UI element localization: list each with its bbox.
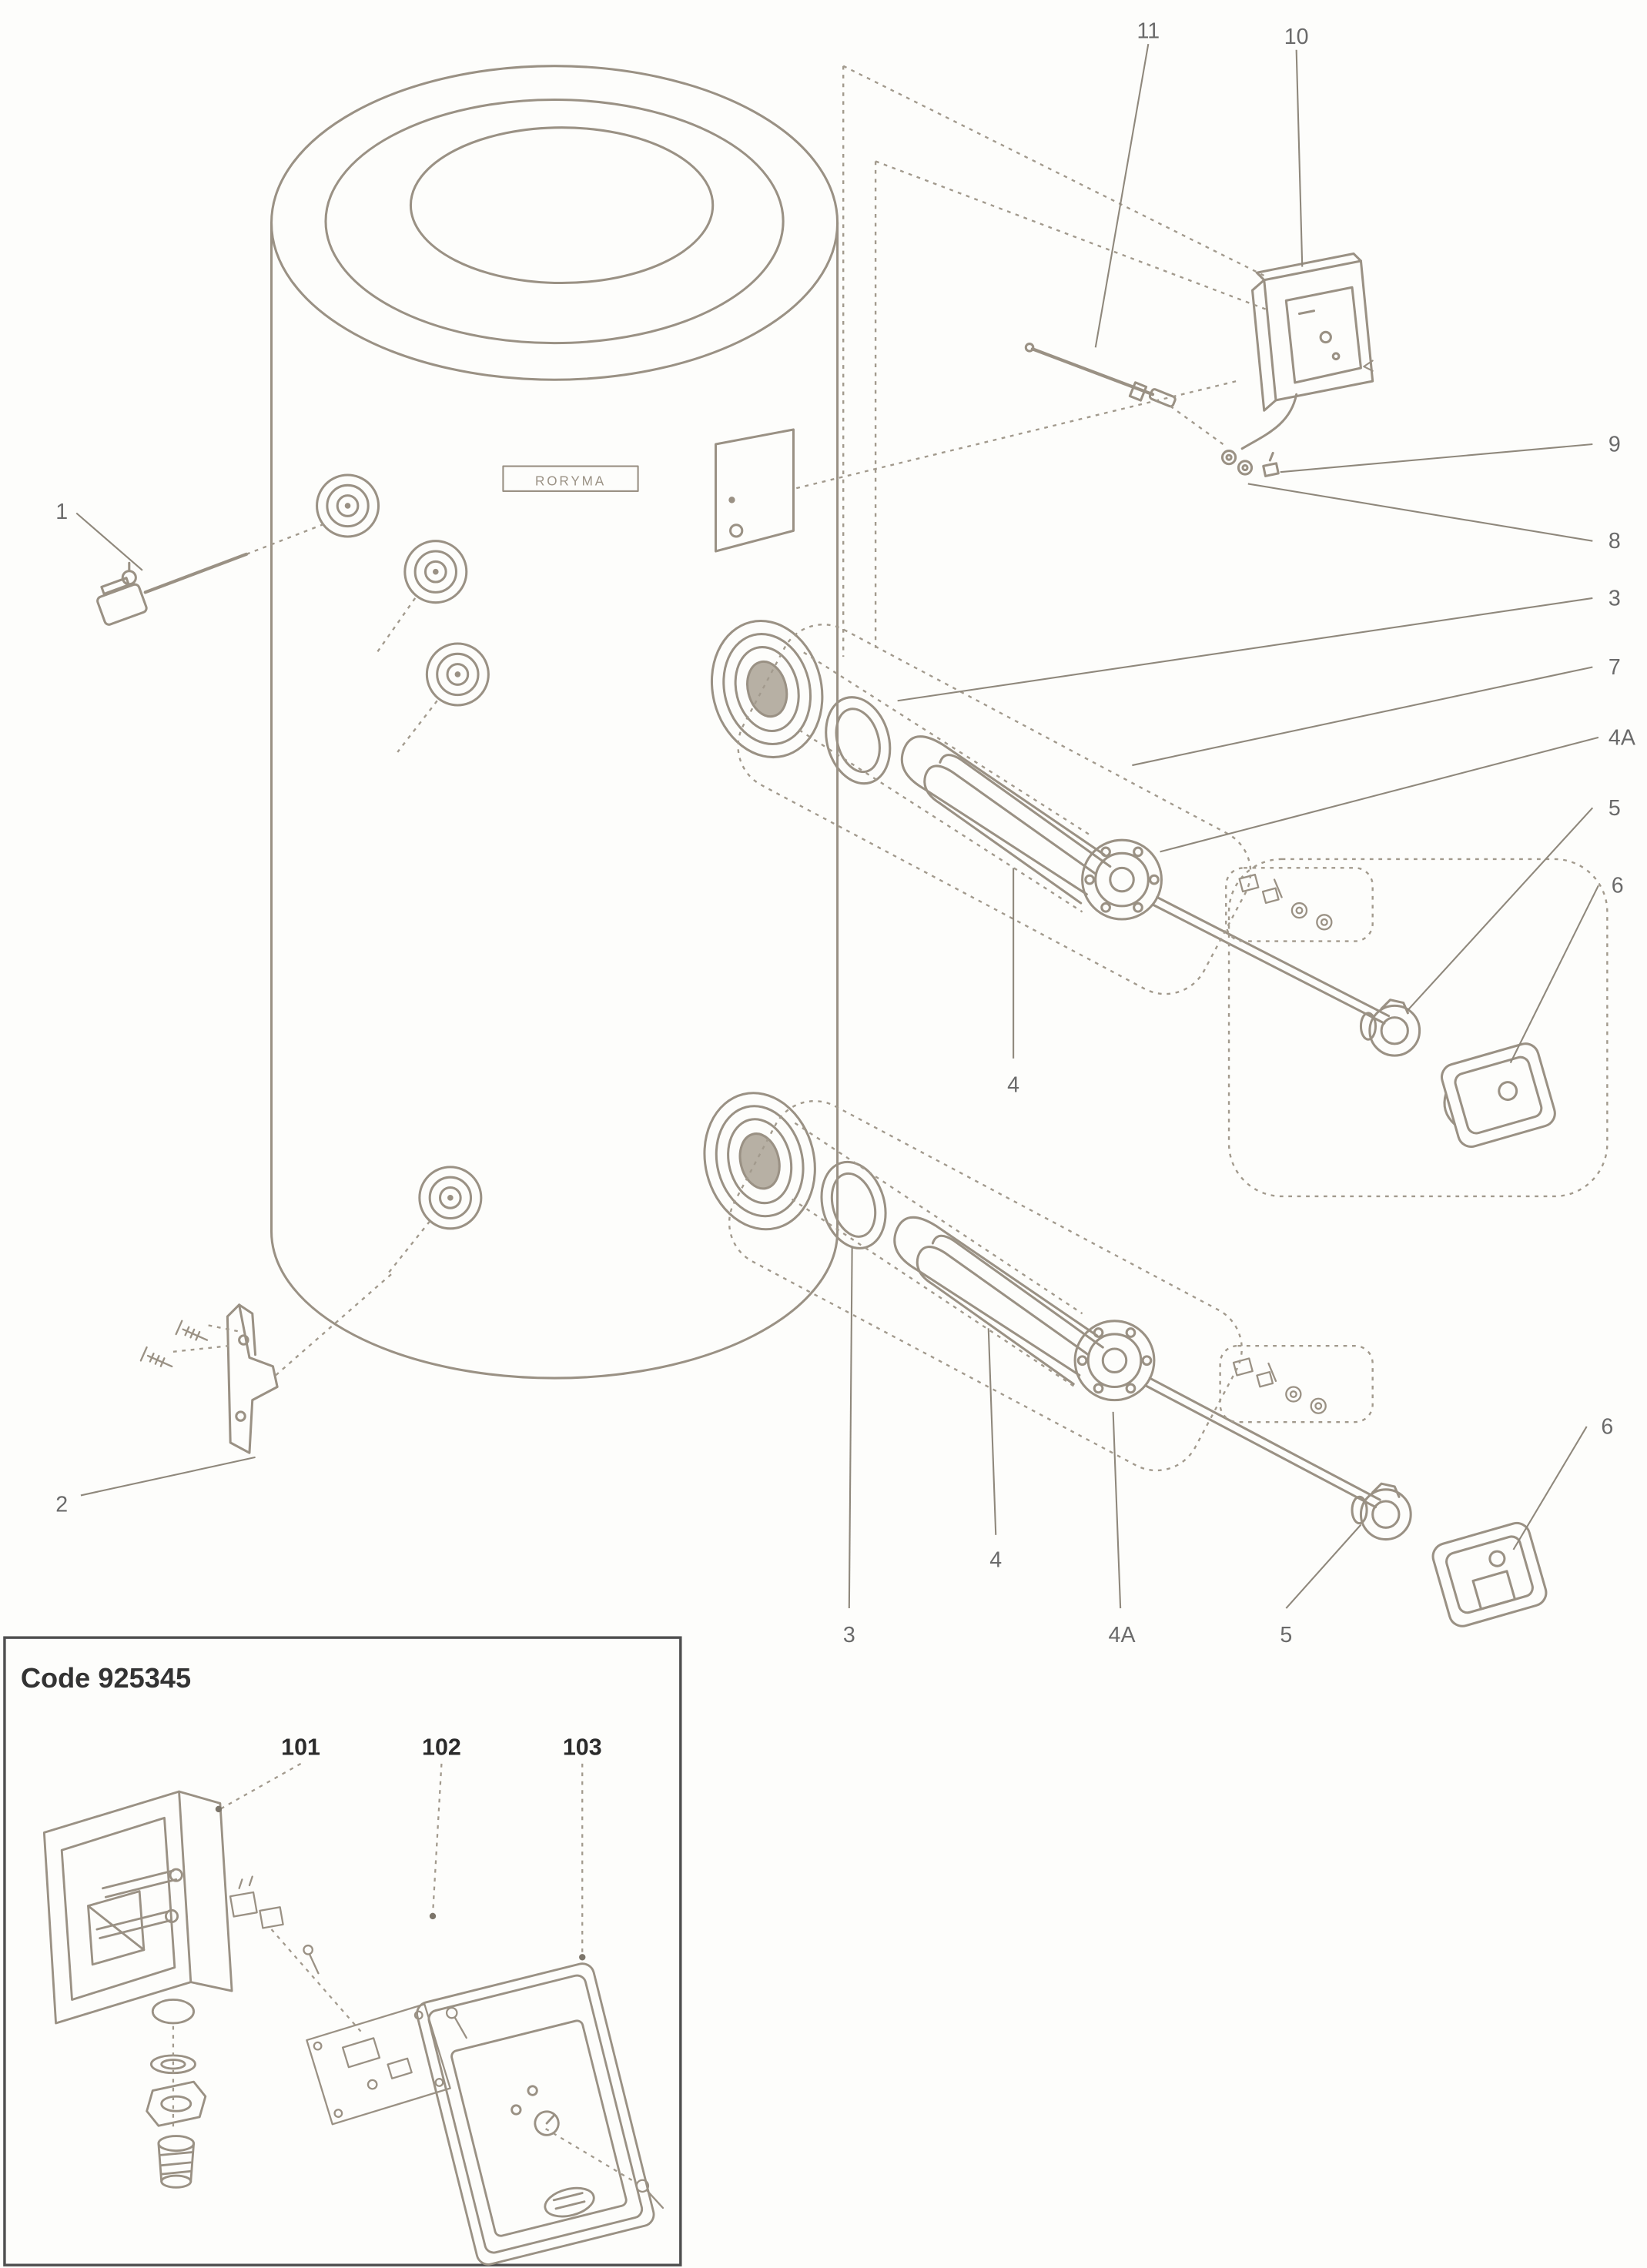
- port: [418, 1166, 483, 1230]
- port: [316, 473, 380, 538]
- terminal-cover-6-lower: [1431, 1521, 1548, 1627]
- inset-cover-screw: [635, 2179, 664, 2209]
- inset-box: [3, 1636, 682, 2266]
- screw-9: [1262, 451, 1280, 477]
- callout-labels: 1 2 11 10 9 8 3 7 4A 5 6 6 4 3 4 4A 5 RO…: [21, 19, 1635, 1761]
- thermostat-stem-upper: [1151, 895, 1391, 1025]
- thermostat-5-upper: [1359, 999, 1421, 1057]
- thermostat-stem-lower: [1143, 1377, 1381, 1509]
- element-flange-4a-upper: [1081, 838, 1163, 921]
- bracket-screw: [175, 1320, 209, 1341]
- port: [403, 540, 468, 604]
- tank-ports: [316, 473, 490, 1230]
- callout-5-upper: 5: [1609, 796, 1621, 821]
- callout-11: 11: [1136, 19, 1160, 44]
- gasket-3-upper: [825, 696, 892, 785]
- tank-control-recess: [715, 428, 795, 553]
- inset-gland-hardware: [146, 2054, 207, 2189]
- inset-housing-101: [42, 1790, 233, 2025]
- capillary-11: [1024, 343, 1177, 408]
- inset-dotted-guides: [172, 1762, 638, 2184]
- thermostat-5-lower: [1351, 1482, 1412, 1541]
- callout-7: 7: [1609, 655, 1621, 680]
- callout-5-lower: 5: [1280, 1623, 1292, 1647]
- callout-6-upper: 6: [1612, 874, 1624, 898]
- mounting-bracket-2: [139, 1303, 279, 1454]
- callout-10: 10: [1284, 25, 1309, 49]
- flange-opening-upper: [710, 620, 824, 759]
- terminal-cover-6-upper: [1440, 1042, 1556, 1149]
- flange-opening-lower: [703, 1092, 816, 1231]
- callout-2: 2: [55, 1492, 68, 1517]
- callout-9: 9: [1609, 433, 1621, 457]
- callout-103: 103: [563, 1734, 602, 1760]
- callout-3-upper: 3: [1609, 586, 1621, 610]
- port: [425, 642, 490, 707]
- callout-3-lower: 3: [843, 1623, 855, 1647]
- terminal-8: [1220, 450, 1254, 476]
- callout-8: 8: [1609, 529, 1621, 554]
- callout-4-upper: 4: [1007, 1073, 1019, 1098]
- element-flange-4a-lower: [1073, 1320, 1156, 1402]
- brand-label: RORYMA: [535, 473, 606, 488]
- callout-4a-upper: 4A: [1609, 725, 1635, 750]
- drawing-layer: [96, 65, 1556, 1627]
- inset-leader-dots: [215, 1805, 586, 1961]
- dotted-guides: [172, 65, 1609, 1472]
- heating-element-4-lower: [893, 1216, 1104, 1386]
- heating-element-4-upper: [900, 735, 1112, 905]
- callout-6-lower: 6: [1601, 1414, 1613, 1439]
- leader-lines: [75, 43, 1599, 1609]
- sensor-1: [96, 552, 249, 626]
- callout-4-lower: 4: [989, 1548, 1002, 1573]
- tank-body: [269, 65, 839, 1380]
- inset-cover-103: [416, 1962, 655, 2266]
- control-box-10: [1240, 252, 1374, 450]
- brand-plate: [502, 465, 639, 492]
- callout-1: 1: [55, 500, 68, 524]
- inset-pcb-screw: [445, 2006, 467, 2039]
- gasket-3-lower: [820, 1160, 887, 1249]
- inset-terminal-block: [229, 1875, 320, 1975]
- fixings-cluster-lower: [1232, 1357, 1327, 1414]
- bracket-screw: [139, 1346, 173, 1368]
- callout-101: 101: [281, 1734, 320, 1760]
- inset-title: Code 925345: [21, 1662, 191, 1694]
- callout-102: 102: [422, 1734, 461, 1760]
- fixings-cluster-upper: [1238, 873, 1333, 931]
- callout-4a-lower: 4A: [1109, 1623, 1136, 1647]
